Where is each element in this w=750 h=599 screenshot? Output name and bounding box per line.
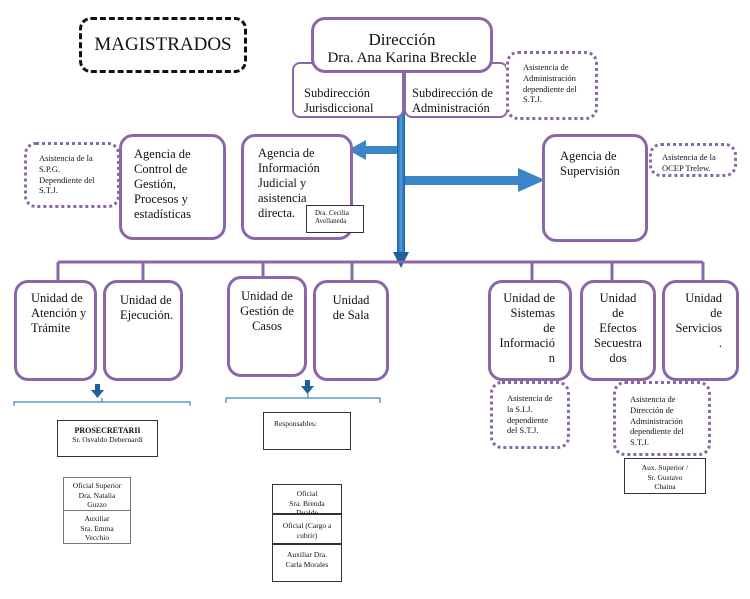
asistencia-sij-box: Asistencia de la S.I.J. dependiente del … — [490, 381, 570, 449]
unidad-ejecucion-box: Unidad de Ejecución. — [103, 280, 183, 381]
subdireccion-administracion-label: Subdirección de Administración — [412, 86, 493, 115]
asistencia-administracion-stj-box: Asistencia de Administración dependiente… — [506, 51, 598, 120]
prosecretario-name: Sr. Osvaldo Debernardi — [72, 435, 143, 444]
cecilia-label: Dra. Cecilia Avellaneda — [315, 209, 349, 226]
unidad-servicios-label: Unidad de Servicios . — [675, 291, 722, 350]
auxiliar-carla-label: Auxiliar Dra. Carla Morales — [285, 550, 329, 569]
oficial-auxiliar-divider — [63, 510, 131, 511]
subdireccion-jurisdiccional-label: Subdirección Jurisdiccional — [304, 86, 374, 115]
responsables-label: Responsables: — [274, 419, 317, 428]
prosecretario-box: PROSECRETARII Sr. Osvaldo Debernardi — [57, 420, 158, 457]
asistencia-spg-label: Asistencia de la S.P.G. Dependiente del … — [39, 153, 95, 196]
unidad-servicios-box: Unidad de Servicios . — [662, 280, 739, 381]
unidad-sala-label: Unidad de Sala — [332, 293, 370, 322]
cecilia-box: Dra. Cecilia Avellaneda — [306, 205, 364, 233]
auxiliar-emma-text: Auxiliar Sra. Emma Vecchio — [63, 514, 131, 543]
main-vertical-arrow — [397, 75, 405, 255]
unidad-sala-box: Unidad de Sala — [313, 280, 389, 381]
oficial-brenda-label: Oficial Sra. Brenda Dualde — [289, 489, 325, 518]
unidad-atencion-box: Unidad de Atención y Trámite — [14, 280, 97, 381]
direccion-title: Dirección — [368, 30, 436, 49]
responsables-box: Responsables: — [263, 412, 351, 450]
right-branch-arrow — [405, 176, 520, 185]
agencia-supervision-box: Agencia de Supervisión — [542, 134, 648, 242]
aux-gustavo-label: Aux. Superior / Sr. Gustavo Chaina — [641, 463, 689, 492]
aux-gustavo-box: Aux. Superior / Sr. Gustavo Chaina — [624, 458, 706, 494]
auxiliar-emma-label: Auxiliar Sra. Emma Vecchio — [80, 514, 114, 543]
unidad-atencion-label: Unidad de Atención y Trámite — [31, 291, 87, 335]
unidad-efectos-box: Unidad de Efectos Secuestra dos — [580, 280, 656, 381]
prosecretario-title: PROSECRETARII — [74, 426, 141, 435]
asistencia-spg-box: Asistencia de la S.P.G. Dependiente del … — [24, 142, 120, 208]
oficial-cargo-label: Oficial (Cargo a cubrir) — [282, 521, 332, 540]
magistrados-box: MAGISTRADOS — [79, 17, 247, 73]
main-arrow-head — [393, 252, 409, 268]
asistencia-ocep-box: Asistencia de la OCEP Trelew. — [649, 143, 737, 177]
unidad-gestion-box: Unidad de Gestión de Casos — [227, 276, 307, 377]
unidad-gestion-label: Unidad de Gestión de Casos — [240, 289, 294, 333]
unidad-sistemas-label: Unidad de Sistemas de Informació n — [499, 291, 555, 365]
unidad-efectos-label: Unidad de Efectos Secuestra dos — [594, 291, 642, 365]
unidad-ejecucion-label: Unidad de Ejecución. — [120, 293, 174, 322]
asistencia-ocep-label: Asistencia de la OCEP Trelew. — [662, 152, 716, 173]
asistencia-direccion-administracion-box: Asistencia de Dirección de Administració… — [613, 381, 711, 456]
unidad-sistemas-box: Unidad de Sistemas de Informació n — [488, 280, 572, 381]
direccion-box: Dirección Dra. Ana Karina Breckle — [311, 17, 493, 73]
oficial-brenda-box: Oficial Sra. Brenda Dualde — [272, 484, 342, 518]
agencia-informacion-label: Agencia de Información Judicial y asiste… — [258, 146, 320, 220]
oficial-superior-text: Oficial Superior Dra. Natalia Guzzo — [63, 481, 131, 510]
agencia-control-label: Agencia de Control de Gestión, Procesos … — [134, 147, 191, 221]
magistrados-label: MAGISTRADOS — [94, 34, 232, 55]
direccion-name: Dra. Ana Karina Breckle — [327, 50, 477, 66]
asistencia-administracion-stj-label: Asistencia de Administración dependiente… — [523, 62, 577, 105]
auxiliar-carla-box: Auxiliar Dra. Carla Morales — [272, 544, 342, 582]
left-branch-arrow — [365, 146, 397, 154]
oficial-cargo-box: Oficial (Cargo a cubrir) — [272, 514, 342, 544]
agencia-supervision-label: Agencia de Supervisión — [560, 149, 620, 178]
oficial-superior-label: Oficial Superior Dra. Natalia Guzzo — [72, 481, 122, 510]
agencia-control-box: Agencia de Control de Gestión, Procesos … — [119, 134, 226, 240]
asistencia-direccion-administracion-label: Asistencia de Dirección de Administració… — [630, 394, 684, 448]
asistencia-sij-label: Asistencia de la S.I.J. dependiente del … — [507, 393, 553, 436]
